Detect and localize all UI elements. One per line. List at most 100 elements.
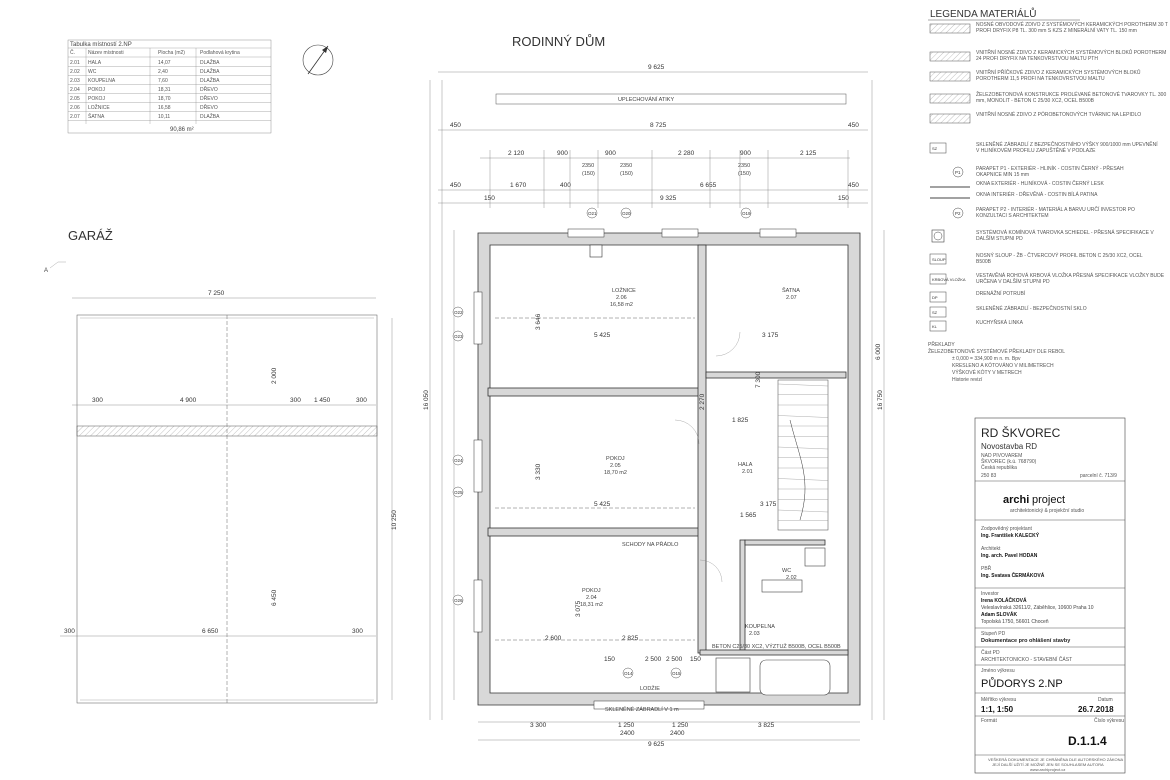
garage-corner-mark: A <box>44 268 48 274</box>
legend-text: DALŠÍM STUPNI PD <box>976 235 1023 242</box>
north-arrow-icon <box>302 44 334 76</box>
footer-line: JEJÍ DALŠÍ UŽITÍ JE MOŽNÉ JEN SE SOUHLAS… <box>992 762 1104 767</box>
dim-row4: 450 <box>450 182 461 189</box>
legend-text: OKAPNICE MIN 15 mm <box>976 172 1029 178</box>
window-mark-label: O25 <box>454 490 463 495</box>
room-name: WC <box>782 568 791 574</box>
legend-text: mm, MONOLIT - BETON C 25/30 XC2, OCEL B5… <box>976 98 1095 104</box>
room-number: 2.07 <box>786 295 797 301</box>
dim-bottom: 3 300 <box>530 722 547 729</box>
wc-toilet <box>804 547 826 567</box>
dim-row4: 450 <box>848 182 859 189</box>
shower <box>715 657 751 693</box>
bathtub <box>759 659 831 696</box>
scale: 1:1, 1:50 <box>981 705 1014 714</box>
legend-text: URČENA V DALŠÍM STUPNI PD <box>976 278 1050 285</box>
role-label: Architekt <box>981 546 1001 552</box>
footer-line: VEŠKERÁ DOKUMENTACE JE CHRÁNĚNA DLE AUTO… <box>988 757 1124 762</box>
legend-symbol: P2 <box>955 211 961 216</box>
room-dim: 5 425 <box>594 501 611 508</box>
room-table-cell: 2.03 <box>70 78 80 84</box>
window-mark-label: O20 <box>622 211 631 216</box>
room-table-cell: 18,70 <box>158 96 171 102</box>
part: ARCHITEKTONICKO - STAVEBNÍ ČÁST <box>981 656 1072 663</box>
role-label: PBŘ <box>981 564 992 572</box>
legend-text: VNITŘNÍ NOSNÉ ZDIVO Z PÓROBETONOVÝCH TVÁ… <box>976 110 1141 118</box>
legend-text: PARAPET P2 - INTERIÉR - MATERIÁL A BARVU… <box>976 206 1135 213</box>
dim-total: 9 625 <box>648 64 665 71</box>
legend-note: KRESLENO A KÓTOVÁNO V MILIMETRECH <box>952 362 1054 369</box>
room-dim: 2 500 <box>666 656 683 663</box>
loggia-dim: 150 <box>690 656 701 663</box>
legend-symbol-box <box>929 273 947 285</box>
dim-row3: 2 280 <box>678 150 695 157</box>
legend-symbol: P1 <box>955 170 961 175</box>
stage-label: Stupeň PD <box>981 631 1006 637</box>
legend-text: OKNA EXTERIÉR - HLINÍKOVÁ - COSTIN ČERNÝ… <box>976 180 1104 187</box>
room-table-cell: 2.06 <box>70 105 80 111</box>
window-mark-icon <box>452 306 464 318</box>
room-number: 2.02 <box>786 575 797 581</box>
room-table-caption: Tabulka místností 2.NP <box>70 42 132 48</box>
garage-dim-row2: 300 <box>64 628 75 635</box>
railing-label: SKLENĚNÉ ZÁBRADLÍ V 1 m <box>605 705 679 713</box>
drawing-number: D.1.1.4 <box>1068 734 1107 748</box>
window-mark-label: O23 <box>454 334 463 339</box>
room-number: 2.05 <box>610 463 621 469</box>
legend-text: VESTAVĚNÁ ROHOVÁ KRBOVÁ VLOŽKA PŘESNÁ SP… <box>976 271 1165 279</box>
room-dim: 2 600 <box>545 635 562 642</box>
legend-hatch-icon <box>929 23 971 34</box>
dim-row3-sub: (150) <box>620 171 633 177</box>
room-table-cell: POKOJ <box>88 87 105 93</box>
room-table-cell: DLAŽBA <box>200 112 220 120</box>
number-label: Číslo výkresu <box>1094 717 1124 724</box>
room-table-cell: LOŽNICE <box>88 103 110 111</box>
place-line: Česká republika <box>981 464 1017 471</box>
legend-text: VNITŘNÍ NOSNÉ ZDIVO Z KERAMICKÝCH SYSTÉM… <box>976 48 1166 56</box>
room-table-cell: KOUPELNA <box>88 78 116 84</box>
title-block: RD ŠKVOREC Novostavba RD NAD PIVOVAREM Š… <box>974 417 1126 774</box>
attic-label: UPLECHOVÁNÍ ATIKY <box>618 96 674 103</box>
room-table-cell: 2.01 <box>70 60 80 66</box>
room-number: 2.01 <box>742 469 753 475</box>
dim-row3-sub: 2350 <box>738 163 750 169</box>
dim-row3-sub: (150) <box>582 171 595 177</box>
house-dimensions-bottom: 3 300 1 250 1 250 3 825 2400 2400 9 625 <box>478 721 860 748</box>
room-number: 2.06 <box>616 295 627 301</box>
footer-line: www.archiproject.cz <box>1030 767 1065 772</box>
room-table-cell: 18,31 <box>158 87 171 93</box>
garage-dim-row: 1 450 <box>314 397 331 404</box>
dim-row2: 450 <box>848 122 859 129</box>
legend-title: LEGENDA MATERIÁLŮ <box>930 7 1037 20</box>
room-number: 2.03 <box>749 631 760 637</box>
legend-symbol: SZ <box>932 146 938 151</box>
room-table-cell: HALA <box>88 60 102 66</box>
legend-text: NOSNÉ OBVODOVÉ ZDIVO Z SYSTÉMOVÝCH KERAM… <box>976 21 1168 28</box>
window-mark-label: O24 <box>454 458 463 463</box>
room-dim: 3 175 <box>760 501 777 508</box>
garage-dim-row: 300 <box>290 397 301 404</box>
loggia-dim: 2 500 <box>645 656 662 663</box>
legend-note: PŘEKLADY <box>928 340 955 348</box>
logo-sub: architektonický & projekční studio <box>1010 508 1084 514</box>
logo-bold: archi <box>1003 494 1029 506</box>
legend-text: POROTHERM 11,5 PROFI NA TENKOVRSTVOU MAL… <box>976 76 1105 82</box>
place-line: ŠKVOREC (k.ú. 768790) <box>981 458 1037 465</box>
window-mark-icon <box>452 454 464 466</box>
garage-title: GARÁŽ <box>68 228 113 243</box>
legend-text: SYSTÉMOVÁ KOMÍNOVÁ TVAROVKA SCHIEDEL - P… <box>976 228 1154 236</box>
dim-right-total: 16 750 <box>877 390 884 410</box>
legend: NOSNÉ OBVODOVÉ ZDIVO Z SYSTÉMOVÝCH KERAM… <box>928 21 1168 383</box>
room-name: LOŽNICE <box>612 286 636 294</box>
room-dim: 3 330 <box>535 463 542 480</box>
dim-row3: 900 <box>605 150 616 157</box>
dim-row3: 900 <box>740 150 751 157</box>
legend-symbol-box <box>929 320 947 332</box>
legend-text: V HLINÍKOVÉM PROFILU ZAPUŠTĚNÉ V PODLAZE <box>976 146 1096 154</box>
legend-note: Historie revizí <box>952 377 983 383</box>
room-name: POKOJ <box>582 588 601 594</box>
room-table-header-cell: Podlahová krytina <box>200 50 240 56</box>
room-table-cell: DŘEVO <box>200 103 218 111</box>
garage-plan: A 7 250 300 4 900 300 1 450 300 300 6 65… <box>44 261 398 704</box>
dim-row3-sub: (150) <box>738 171 751 177</box>
